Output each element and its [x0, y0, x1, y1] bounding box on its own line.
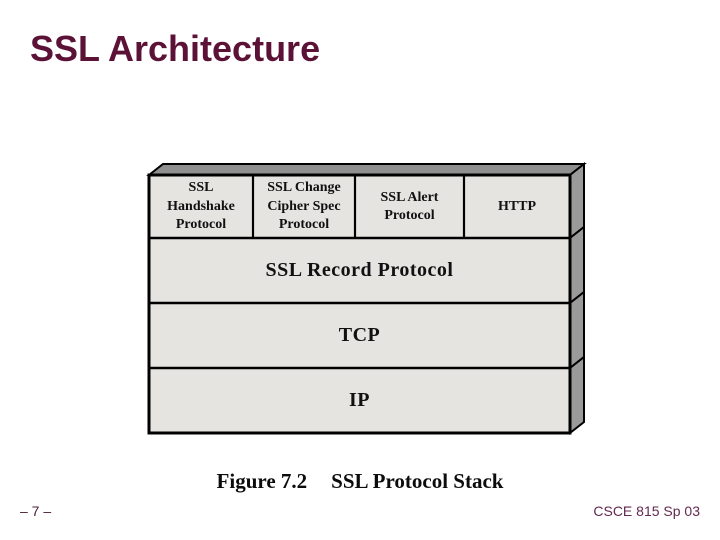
protocol-stack-diagram — [146, 161, 587, 436]
cell-ssl-change-cipher-spec-protocol: SSL Change Cipher Spec Protocol — [267, 180, 341, 233]
cell-ssl-handshake-protocol: SSL Handshake Protocol — [167, 180, 235, 233]
figure-caption: Figure 7.2 SSL Protocol Stack — [120, 469, 600, 494]
cell-ip: IP — [349, 389, 370, 411]
slide-title: SSL Architecture — [30, 28, 321, 69]
course-footer: CSCE 815 Sp 03 — [593, 503, 700, 519]
figure-caption-number: Figure 7.2 — [216, 469, 308, 493]
stack-side-face-row1 — [569, 161, 585, 241]
cell-tcp: TCP — [338, 324, 381, 346]
cell-ssl-alert-protocol: SSL Alert Protocol — [380, 189, 439, 223]
stack-top-face — [146, 163, 587, 176]
page-number: – 7 – — [20, 503, 52, 519]
stack-side-face-row4 — [569, 354, 585, 436]
stack-side-face-row2 — [569, 224, 585, 306]
cell-ssl-record-protocol: SSL Record Protocol — [265, 259, 454, 281]
figure-caption-title: SSL Protocol Stack — [331, 469, 504, 493]
cell-http: HTTP — [497, 198, 537, 214]
stack-side-face-row3 — [569, 289, 585, 371]
